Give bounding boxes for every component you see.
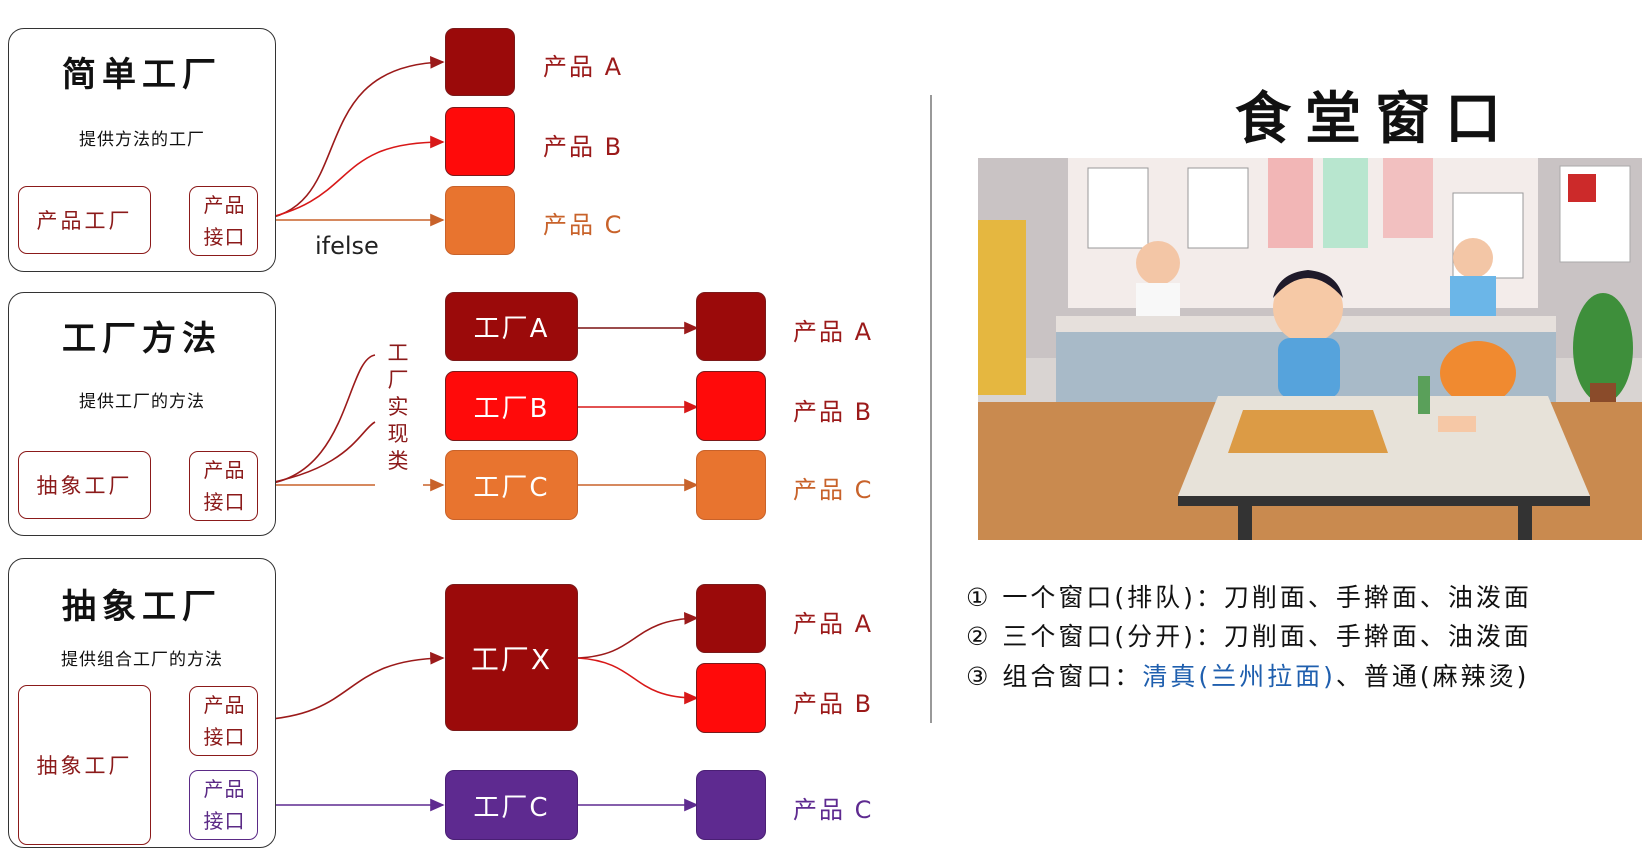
factory-c-block: 工厂C [445,450,578,520]
factory-impl-label: 工厂实现类 [387,341,409,473]
product-b-label: 产品 B [543,133,624,161]
factory-x-block: 工厂X [445,584,578,731]
factory-b-block: 工厂B [445,371,578,441]
factory-method-subtitle: 提供工厂的方法 [79,392,205,412]
product-interface-box: 产品 接口 [189,451,258,521]
factory-a-block: 工厂A [445,292,578,361]
product-interface-line2: 接口 [203,225,246,249]
product-c-label: 产品 C [543,211,624,239]
product-c-block [445,186,515,255]
product-c-label: 产品 C [793,476,874,504]
simple-factory-subtitle: 提供方法的工厂 [79,130,205,150]
product-interface-line2: 接口 [203,490,246,514]
product-a-block [696,292,766,361]
product-b-label: 产品 B [793,690,874,718]
product-a-block [445,28,515,96]
abstract-factory-box: 抽象工厂 [18,451,151,519]
product-a-block [696,584,766,653]
item-3-text-after: 、普通(麻辣烫) [1335,662,1530,691]
product-b-label: 产品 B [793,398,874,426]
simple-factory-panel: 简单工厂 提供方法的工厂 [8,28,276,272]
product-a-label: 产品 A [793,318,874,346]
item-2-text: 三个窗口(分开)：刀削面、手擀面、油泼面 [1002,622,1532,651]
product-a-label: 产品 A [543,53,624,81]
simple-factory-title: 简单工厂 [62,55,222,95]
product-c-label: 产品 C [793,796,874,824]
product-a-label: 产品 A [793,610,874,638]
canteen-illustration [978,158,1642,540]
canteen-item-1: ① 一个窗口(排队)：刀削面、手擀面、油泼面 [966,578,1532,614]
product-interface-line2: 接口 [203,725,246,749]
product-interface-line1: 产品 [203,193,246,217]
product-interface-box: 产品 接口 [189,686,258,756]
abstract-factory-box: 抽象工厂 [18,685,151,845]
product-interface-box-purple: 产品 接口 [189,770,258,840]
item-1-number: ① [966,583,992,612]
factory-c-purple-block: 工厂C [445,770,578,840]
product-interface-box: 产品 接口 [189,186,258,256]
product-b-block [696,371,766,441]
item-3-text-before: 组合窗口： [1002,662,1143,691]
abstract-factory-title: 抽象工厂 [62,587,222,627]
item-3-highlight: 清真(兰州拉面) [1142,662,1336,691]
item-3-number: ③ [966,662,992,691]
product-c-purple-block [696,770,766,840]
item-1-text: 一个窗口(排队)：刀削面、手擀面、油泼面 [1002,583,1532,612]
canteen-item-3: ③ 组合窗口：清真(兰州拉面)、普通(麻辣烫) [966,657,1529,693]
product-interface-line1: 产品 [203,777,246,801]
product-interface-line1: 产品 [203,458,246,482]
product-interface-line1: 产品 [203,693,246,717]
product-c-block [696,450,766,520]
canteen-title: 食堂窗口 [1235,87,1515,152]
abstract-factory-subtitle: 提供组合工厂的方法 [61,650,223,670]
product-b-block [696,663,766,733]
ifelse-label: ifelse [315,232,379,260]
vertical-divider [930,95,932,723]
abstract-factory-panel: 抽象工厂 提供组合工厂的方法 [8,558,276,848]
product-b-block [445,107,515,176]
product-factory-box: 产品工厂 [18,186,151,254]
factory-method-title: 工厂方法 [62,319,222,359]
factory-method-panel: 工厂方法 提供工厂的方法 [8,292,276,536]
product-interface-line2: 接口 [203,809,246,833]
item-2-number: ② [966,622,992,651]
canteen-item-2: ② 三个窗口(分开)：刀削面、手擀面、油泼面 [966,617,1532,653]
